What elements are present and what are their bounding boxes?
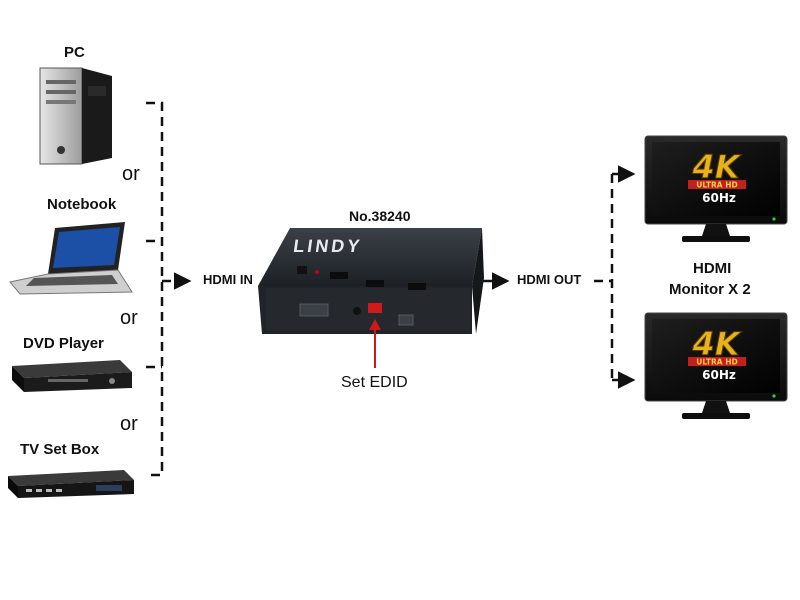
set-edid-label: Set EDID	[341, 374, 408, 391]
monitor-label-line1: HDMI	[693, 260, 732, 277]
tv-set-box-label: TV Set Box	[20, 441, 100, 458]
badge-ultra-hd-text: ULTRA HD	[696, 358, 737, 367]
ir-port	[353, 307, 361, 315]
monitor-2-icon: 4K ULTRA HD 60Hz	[644, 312, 788, 419]
or-text-1: or	[122, 163, 140, 185]
hdmi-out-label: HDMI OUT	[517, 272, 582, 287]
badge-ultra-hd-text: ULTRA HD	[696, 181, 737, 190]
model-number: No.38240	[349, 208, 411, 224]
set-top-box-icon	[8, 470, 134, 498]
lindy-logo-text: LINDY	[292, 236, 364, 256]
dvd-player-label: DVD Player	[23, 335, 104, 352]
lindy-logo: LINDY	[292, 236, 364, 256]
dvd-player-icon	[12, 360, 132, 392]
or-text-3: or	[120, 413, 138, 435]
4k-badge-2: 4K ULTRA HD 60Hz	[688, 325, 746, 382]
monitor-label-line2: Monitor X 2	[669, 281, 751, 298]
or-text-2: or	[120, 307, 138, 329]
set-edid-arrow	[369, 319, 381, 368]
4k-badge-1: 4K ULTRA HD 60Hz	[688, 148, 746, 205]
notebook-label: Notebook	[47, 196, 117, 213]
monitor-1-icon: 4K ULTRA HD 60Hz	[644, 135, 788, 242]
desktop-pc-icon	[39, 67, 112, 165]
hdmi-out-port-2	[408, 283, 426, 290]
edid-dip-switch[interactable]	[368, 303, 382, 313]
source-connectors	[146, 101, 192, 477]
power-port	[297, 266, 307, 274]
badge-60hz-text: 60Hz	[702, 368, 736, 382]
output-connectors	[483, 165, 636, 389]
rs232-port	[299, 303, 329, 317]
pc-label: PC	[64, 44, 85, 61]
hdmi-out-port-1	[366, 280, 384, 287]
source-bus-line	[146, 101, 164, 477]
hdmi-splitter-device: LINDY	[258, 228, 484, 334]
hdmi-in-label: HDMI IN	[203, 272, 253, 287]
mode-switch[interactable]	[398, 314, 414, 326]
hdmi-in-port	[330, 272, 348, 279]
laptop-icon	[9, 222, 133, 295]
badge-60hz-text: 60Hz	[702, 191, 736, 205]
